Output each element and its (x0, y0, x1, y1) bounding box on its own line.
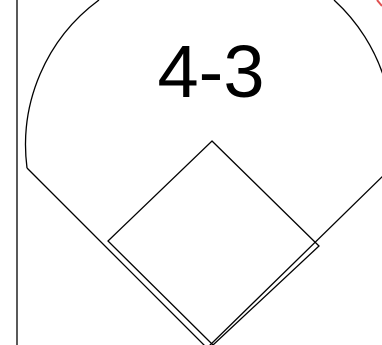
edge-mark (377, 0, 382, 6)
outfield-arc-right (334, 0, 382, 178)
infield-diamond (108, 141, 319, 345)
right-foul-line (207, 172, 382, 345)
outfield-arc (26, 0, 99, 168)
left-foul-line (27, 168, 207, 345)
formation-label: 4-3 (158, 30, 265, 113)
